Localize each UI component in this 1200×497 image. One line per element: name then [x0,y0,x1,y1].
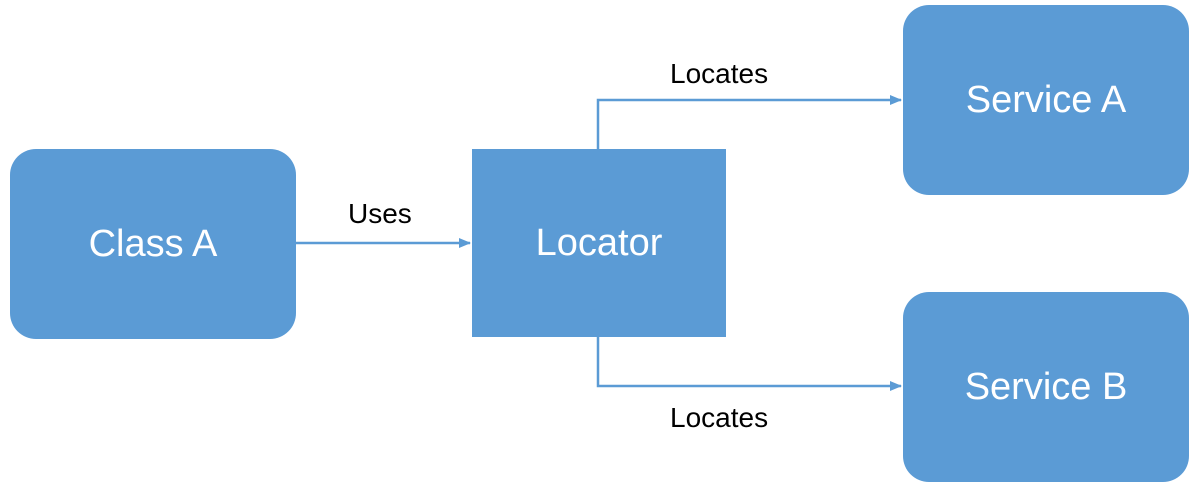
locates-service-b-label: Locates [670,402,769,433]
class-a-label: Class A [88,222,218,265]
service-b-label: Service B [964,365,1128,408]
locates-service-a-arrow [596,95,902,149]
locator-node: Locator [472,149,726,337]
uses-edge-label: Uses [348,198,412,229]
service-b-node: Service B [903,292,1189,482]
locator-label: Locator [535,221,663,264]
locates-service-a-label: Locates [670,58,769,89]
locates-service-b-arrow [596,337,902,391]
class-a-node: Class A [10,149,296,339]
service-a-label: Service A [965,78,1127,121]
service-a-node: Service A [903,5,1189,195]
